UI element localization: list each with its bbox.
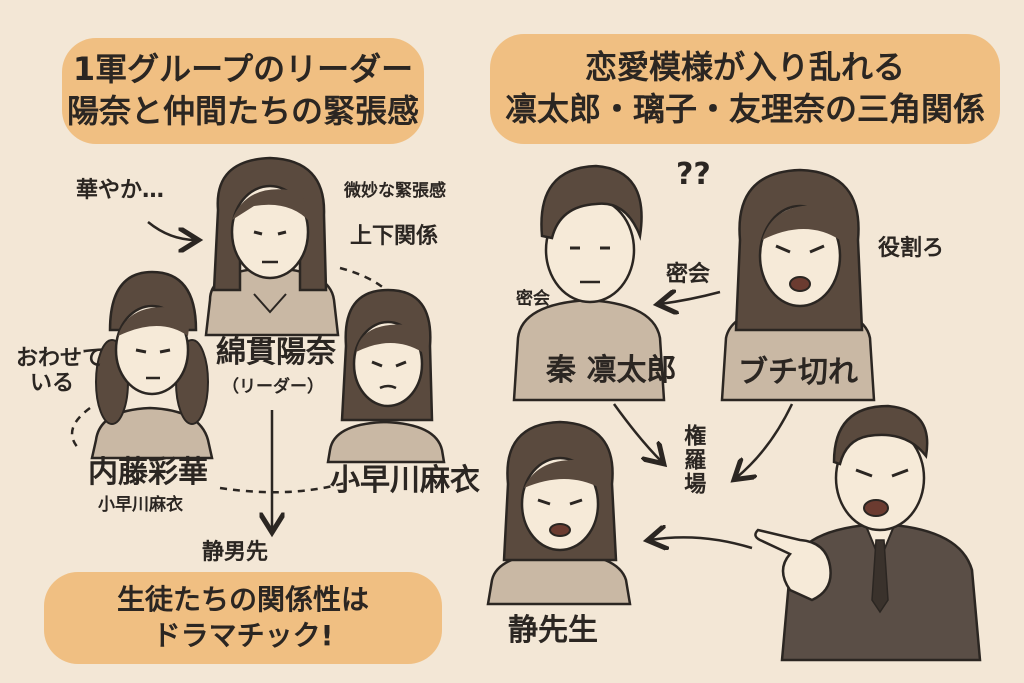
bottom-summary-line2: ドラマチック!	[152, 619, 334, 652]
label-awasete-line1: おわせて	[16, 346, 105, 371]
label-joge-kankei: 上下関係	[350, 224, 439, 249]
character-saika	[90, 270, 214, 460]
bottom-summary-banner: 生徒たちの関係性は ドラマチック!	[44, 572, 442, 664]
label-hanayaka: 華やか…	[76, 178, 165, 203]
label-shuraba: 権羅場	[680, 424, 706, 496]
subtext-saika: 小早川麻衣	[98, 495, 183, 515]
label-mikkai-left: 密会	[516, 289, 550, 309]
left-title-line2: 陽奈と仲間たちの緊張感	[66, 92, 419, 130]
label-buchigire: ブチ切れ	[738, 355, 858, 390]
right-title-line1: 恋愛模様が入り乱れる	[584, 48, 905, 87]
label-mikkai-arrow: 密会	[666, 262, 711, 287]
label-awasete-iru: おわせて いる	[16, 346, 104, 397]
character-mai	[326, 288, 446, 464]
character-man-in-suit	[754, 404, 982, 662]
name-shizuka-sensei: 静先生	[508, 613, 598, 648]
label-awasete-line2: いる	[30, 371, 75, 397]
right-title-banner: 恋愛模様が入り乱れる 凛太郎・璃子・友理奈の三角関係	[490, 34, 1000, 144]
label-shizuo-sen: 静男先	[202, 540, 269, 565]
name-hina: 綿貫陽奈	[216, 335, 336, 370]
name-mai: 小早川麻衣	[330, 463, 480, 498]
left-title-banner: 1軍グループのリーダー 陽奈と仲間たちの緊張感	[62, 38, 424, 144]
role-hina: （リーダー）	[222, 377, 324, 397]
character-yurina	[720, 168, 876, 402]
label-yakuwari: 役割ろ	[878, 236, 945, 261]
name-rintaro: 秦 凛太郎	[546, 353, 677, 388]
left-title-line1: 1軍グループのリーダー	[72, 50, 414, 89]
character-hina	[204, 156, 340, 337]
right-title-line2: 凛太郎・璃子・友理奈の三角関係	[504, 90, 985, 128]
bottom-summary-line1: 生徒たちの関係性は	[116, 582, 369, 616]
character-rintaro	[512, 164, 666, 402]
name-saika: 内藤彩華	[88, 455, 208, 490]
label-bimyo-kinchokan: 微妙な緊張感	[344, 181, 446, 201]
character-shizuka-sensei	[486, 420, 632, 606]
label-question-marks: ??	[676, 157, 711, 192]
